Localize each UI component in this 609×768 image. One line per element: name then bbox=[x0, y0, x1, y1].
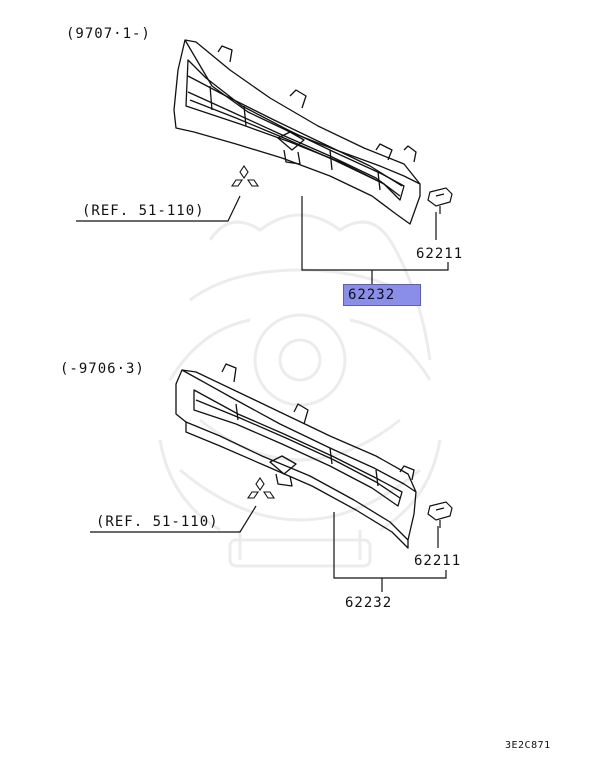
lower-leader-lines bbox=[90, 505, 447, 592]
grille-bracket-icon bbox=[427, 501, 453, 528]
three-diamond-emblem-icon bbox=[246, 477, 276, 499]
lower-grille-part-number[interactable]: 62232 bbox=[345, 595, 393, 611]
lower-reference-link[interactable]: (REF. 51-110) bbox=[96, 514, 219, 530]
lower-grille bbox=[175, 363, 417, 549]
grille-bracket-icon bbox=[427, 187, 453, 214]
upper-reference-link[interactable]: (REF. 51-110) bbox=[82, 203, 205, 219]
lower-bracket-part-number[interactable]: 62211 bbox=[414, 553, 462, 569]
upper-bracket-part-number[interactable]: 62211 bbox=[416, 246, 464, 262]
illustration-code: 3E2C871 bbox=[505, 740, 551, 751]
upper-leader-lines bbox=[76, 195, 449, 284]
three-diamond-emblem-icon bbox=[230, 165, 260, 187]
upper-grille bbox=[173, 39, 421, 225]
upper-grille-part-number[interactable]: 62232 bbox=[343, 284, 421, 306]
upper-date-range: (9707·1-) bbox=[66, 26, 151, 42]
lower-date-range: (-9706·3) bbox=[60, 361, 145, 377]
samurai-helmet-watermark-icon bbox=[158, 213, 442, 568]
